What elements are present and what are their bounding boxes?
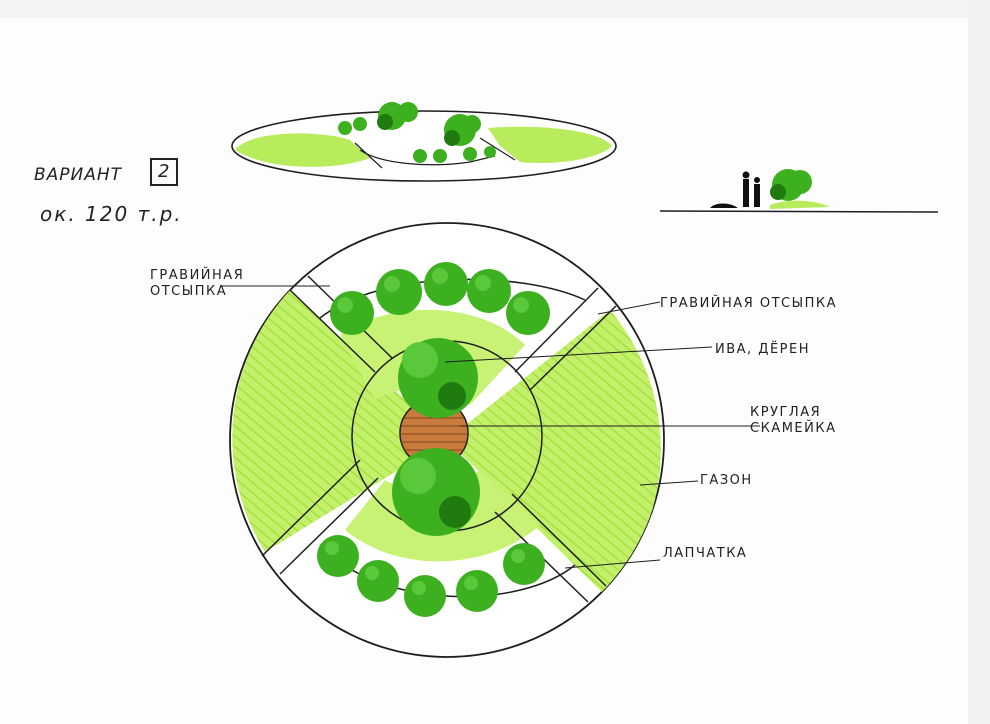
tree-icon <box>398 338 478 418</box>
plan-view <box>220 222 760 658</box>
shrub-icon <box>330 291 374 335</box>
scan-top-band <box>0 0 968 18</box>
tree-icon <box>444 114 481 146</box>
label-potentilla: ЛАПЧАТКА <box>663 546 748 561</box>
label-lawn: ГАЗОН <box>700 473 753 488</box>
shrub-icon <box>317 535 359 577</box>
leader-lines <box>220 285 760 569</box>
shrub-icon <box>424 262 468 306</box>
cost-label: ок. 120 т.р. <box>40 202 183 226</box>
tree-icon <box>377 102 418 130</box>
shrub-icon <box>376 269 422 315</box>
perspective-view <box>231 102 617 182</box>
variant-label: ВАРИАНТ <box>34 165 123 185</box>
label-gravel-left-line2: ОТСЫПКА <box>150 284 228 299</box>
shrub-icon <box>467 269 511 313</box>
scan-right-edge <box>968 0 990 724</box>
label-bench: КРУГЛАЯ СКАМЕЙКА <box>750 405 836 437</box>
label-bench-line2: СКАМЕЙКА <box>750 421 837 436</box>
variant-number-box: 2 <box>150 158 179 186</box>
perspective-lawn-left <box>235 133 370 167</box>
label-gravel-left: ГРАВИЙНАЯ ОТСЫПКА <box>150 268 244 300</box>
shrub-icon <box>357 560 399 602</box>
label-gravel-left-line1: ГРАВИЙНАЯ <box>150 268 245 283</box>
label-gravel-right: ГРАВИЙНАЯ ОТСЫПКА <box>660 296 837 311</box>
people-silhouette-icon <box>710 171 760 208</box>
shrub-icon <box>404 575 446 617</box>
lawn-left <box>232 290 447 552</box>
shrub-icon <box>503 543 545 585</box>
side-elevation <box>659 169 939 213</box>
label-willow: ИВА, ДЁРЕН <box>715 342 810 357</box>
perspective-lawn-right <box>488 126 612 164</box>
tree-icon <box>770 169 830 209</box>
shrub-icon <box>338 117 496 163</box>
shrub-icon <box>506 291 550 335</box>
tree-icon <box>392 448 480 536</box>
label-bench-line1: КРУГЛАЯ <box>750 405 822 420</box>
shrub-icon <box>456 570 498 612</box>
lawn-right <box>447 310 661 595</box>
